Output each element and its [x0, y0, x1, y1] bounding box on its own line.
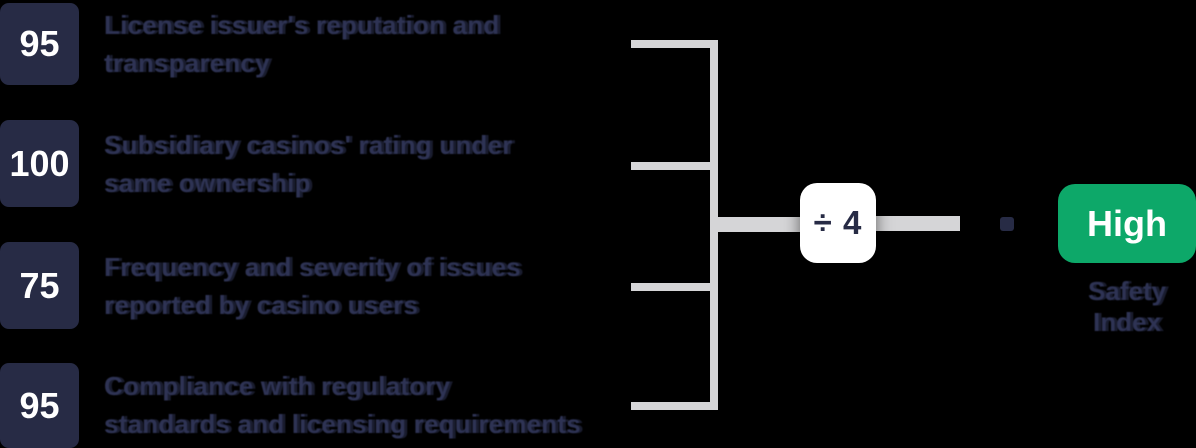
connector-to-result: [876, 216, 960, 231]
divide-by-four-box: ÷ 4: [800, 183, 876, 263]
criterion-label-1: License issuer's reputation and transpar…: [104, 6, 624, 82]
divide-by-four-label: ÷ 4: [813, 204, 863, 241]
bracket-stub-1: [631, 40, 717, 48]
bracket-stub-2: [631, 162, 717, 170]
bracket-stub-4: [631, 402, 717, 410]
result-caption-line-1: Safety: [1087, 276, 1167, 306]
connector-to-divider: [717, 217, 801, 232]
result-caption-line-2: Index: [1093, 307, 1161, 337]
result-caption: Safety Index: [1053, 276, 1196, 338]
score-box-4: 95: [0, 363, 79, 448]
criterion-label-1-line-2: transparency: [104, 48, 270, 78]
result-badge-label: High: [1087, 202, 1167, 244]
criterion-label-3-line-2: reported by casino users: [104, 290, 419, 320]
bracket-vertical-bar: [710, 40, 718, 410]
criterion-label-4-line-1: Compliance with regulatory: [104, 371, 451, 401]
criterion-label-1-line-1: License issuer's reputation and: [104, 10, 500, 40]
criterion-label-2-line-1: Subsidiary casinos' rating under: [104, 130, 513, 160]
criterion-label-4-line-2: standards and licensing requirements: [104, 409, 581, 439]
bracket-stub-3: [631, 283, 717, 291]
score-box-1: 95: [0, 3, 79, 85]
result-badge: High: [1058, 184, 1196, 263]
criterion-label-3-line-1: Frequency and severity of issues: [104, 252, 521, 282]
equals-icon: [1000, 217, 1014, 231]
criterion-label-3: Frequency and severity of issues reporte…: [104, 248, 624, 324]
criterion-label-4: Compliance with regulatory standards and…: [104, 367, 624, 443]
score-box-3: 75: [0, 242, 79, 329]
score-box-2: 100: [0, 120, 79, 207]
criterion-label-2: Subsidiary casinos' rating under same ow…: [104, 126, 624, 202]
criterion-label-2-line-2: same ownership: [104, 168, 311, 198]
